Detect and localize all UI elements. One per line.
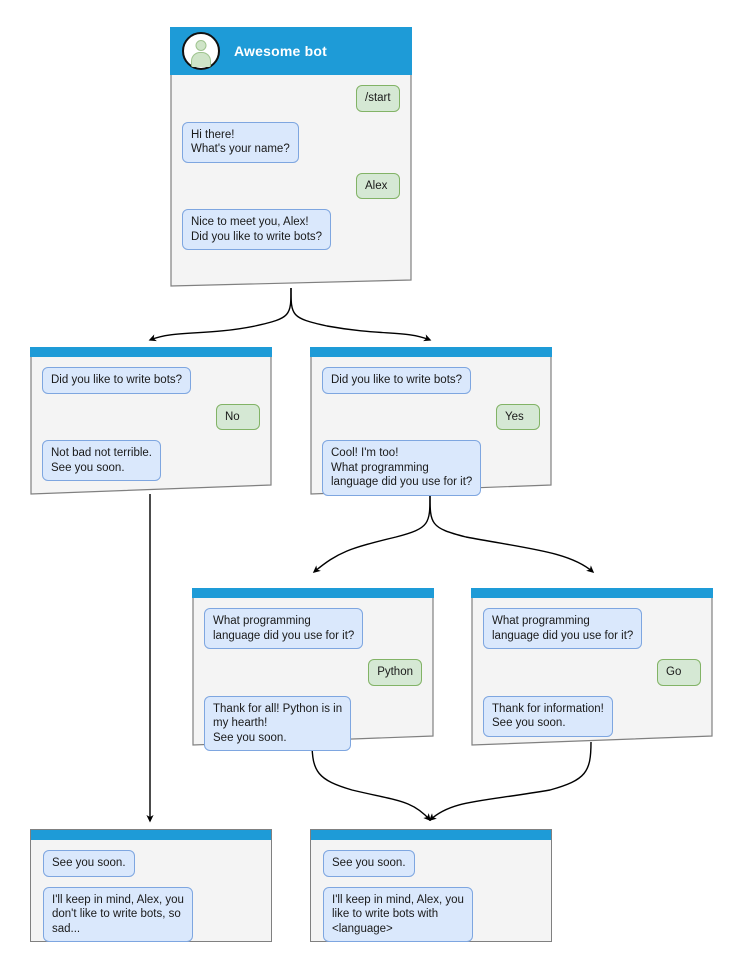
message-row: I'll keep in mind, Alex, you don't like …	[43, 886, 259, 942]
message-row: Go	[483, 659, 701, 686]
user-bubble[interactable]: No	[216, 403, 260, 430]
bot-bubble[interactable]: See you soon.	[43, 850, 135, 877]
bot-bubble[interactable]: Cool! I'm too! What programming language…	[322, 440, 482, 496]
message-row: Not bad not terrible. See you soon.	[42, 440, 260, 481]
node-header-bar	[192, 588, 434, 598]
node-header-bar	[471, 588, 713, 598]
edge-root-to-yes	[290, 287, 432, 342]
node-language-go-body: What programming language did you use fo…	[471, 588, 713, 746]
message-row: Python	[204, 659, 422, 686]
message-row: Thank for information! See you soon.	[483, 695, 701, 737]
bot-bubble[interactable]: Thank for information! See you soon.	[483, 695, 613, 737]
node-header-bar	[30, 347, 272, 357]
node-root-body: Awesome bot /start Hi there! What's your…	[170, 27, 412, 287]
message-row: What programming language did you use fo…	[483, 608, 701, 649]
message-row: Thank for all! Python is in my hearth! S…	[204, 695, 422, 751]
edge-root-to-no	[148, 287, 292, 342]
node-end-sad-body: See you soon. I'll keep in mind, Alex, y…	[31, 830, 271, 942]
message-row: No	[42, 403, 260, 430]
node-answer-yes[interactable]: Did you like to write bots? Yes Cool! I'…	[310, 347, 552, 496]
node-language-go[interactable]: What programming language did you use fo…	[471, 588, 713, 746]
node-language-python-chat: What programming language did you use fo…	[192, 598, 434, 773]
bot-bubble[interactable]: What programming language did you use fo…	[204, 608, 364, 649]
node-end-happy-chat: See you soon. I'll keep in mind, Alex, y…	[311, 840, 551, 964]
user-bubble[interactable]: Python	[368, 659, 422, 686]
message-row: Nice to meet you, Alex! Did you like to …	[182, 209, 400, 250]
node-language-go-chat: What programming language did you use fo…	[471, 598, 713, 759]
bot-bubble[interactable]: See you soon.	[323, 850, 415, 877]
bot-bubble[interactable]: Not bad not terrible. See you soon.	[42, 440, 162, 481]
message-row: Did you like to write bots?	[322, 367, 540, 394]
user-bubble[interactable]: Go	[657, 659, 701, 686]
bot-bubble[interactable]: I'll keep in mind, Alex, you don't like …	[43, 886, 193, 942]
bot-bubble[interactable]: I'll keep in mind, Alex, you like to wri…	[323, 886, 473, 942]
user-bubble[interactable]: Alex	[356, 172, 400, 199]
node-answer-no[interactable]: Did you like to write bots? No Not bad n…	[30, 347, 272, 495]
node-header-bar	[311, 830, 551, 840]
node-header-bar	[310, 347, 552, 357]
node-end-happy[interactable]: See you soon. I'll keep in mind, Alex, y…	[310, 829, 552, 942]
avatar-torso-shape	[191, 52, 211, 67]
message-row: What programming language did you use fo…	[204, 608, 422, 649]
user-bubble[interactable]: /start	[356, 85, 400, 112]
node-root[interactable]: Awesome bot /start Hi there! What's your…	[170, 27, 412, 287]
avatar-head-shape	[195, 40, 207, 51]
node-answer-yes-chat: Did you like to write bots? Yes Cool! I'…	[310, 357, 552, 518]
node-header-bar	[31, 830, 271, 840]
message-row: Hi there! What's your name?	[182, 121, 400, 163]
node-language-python[interactable]: What programming language did you use fo…	[192, 588, 434, 751]
user-bubble[interactable]: Yes	[496, 403, 540, 430]
node-language-python-body: What programming language did you use fo…	[192, 588, 434, 751]
message-row: /start	[182, 85, 400, 112]
bot-bubble[interactable]: Did you like to write bots?	[42, 367, 192, 394]
message-row: Alex	[182, 172, 400, 199]
message-row: See you soon.	[43, 850, 259, 877]
node-root-chat: /start Hi there! What's your name? Alex …	[170, 75, 412, 272]
message-row: I'll keep in mind, Alex, you like to wri…	[323, 886, 539, 942]
node-answer-yes-body: Did you like to write bots? Yes Cool! I'…	[310, 347, 552, 496]
bot-bubble[interactable]: Thank for all! Python is in my hearth! S…	[204, 695, 352, 751]
bot-bubble[interactable]: Did you like to write bots?	[322, 367, 472, 394]
node-answer-no-chat: Did you like to write bots? No Not bad n…	[30, 357, 272, 503]
node-end-sad-chat: See you soon. I'll keep in mind, Alex, y…	[31, 840, 271, 964]
message-row: Cool! I'm too! What programming language…	[322, 440, 540, 496]
node-end-sad[interactable]: See you soon. I'll keep in mind, Alex, y…	[30, 829, 272, 942]
bot-bubble[interactable]: Nice to meet you, Alex! Did you like to …	[182, 209, 332, 250]
person-avatar-icon	[182, 32, 220, 70]
bot-header-bar: Awesome bot	[170, 27, 412, 75]
message-row: Did you like to write bots?	[42, 367, 260, 394]
bot-bubble[interactable]: Hi there! What's your name?	[182, 121, 299, 163]
bot-name-label: Awesome bot	[234, 43, 327, 59]
message-row: Yes	[322, 403, 540, 430]
node-end-happy-body: See you soon. I'll keep in mind, Alex, y…	[311, 830, 551, 942]
bot-bubble[interactable]: What programming language did you use fo…	[483, 608, 643, 649]
node-answer-no-body: Did you like to write bots? No Not bad n…	[30, 347, 272, 495]
message-row: See you soon.	[323, 850, 539, 877]
